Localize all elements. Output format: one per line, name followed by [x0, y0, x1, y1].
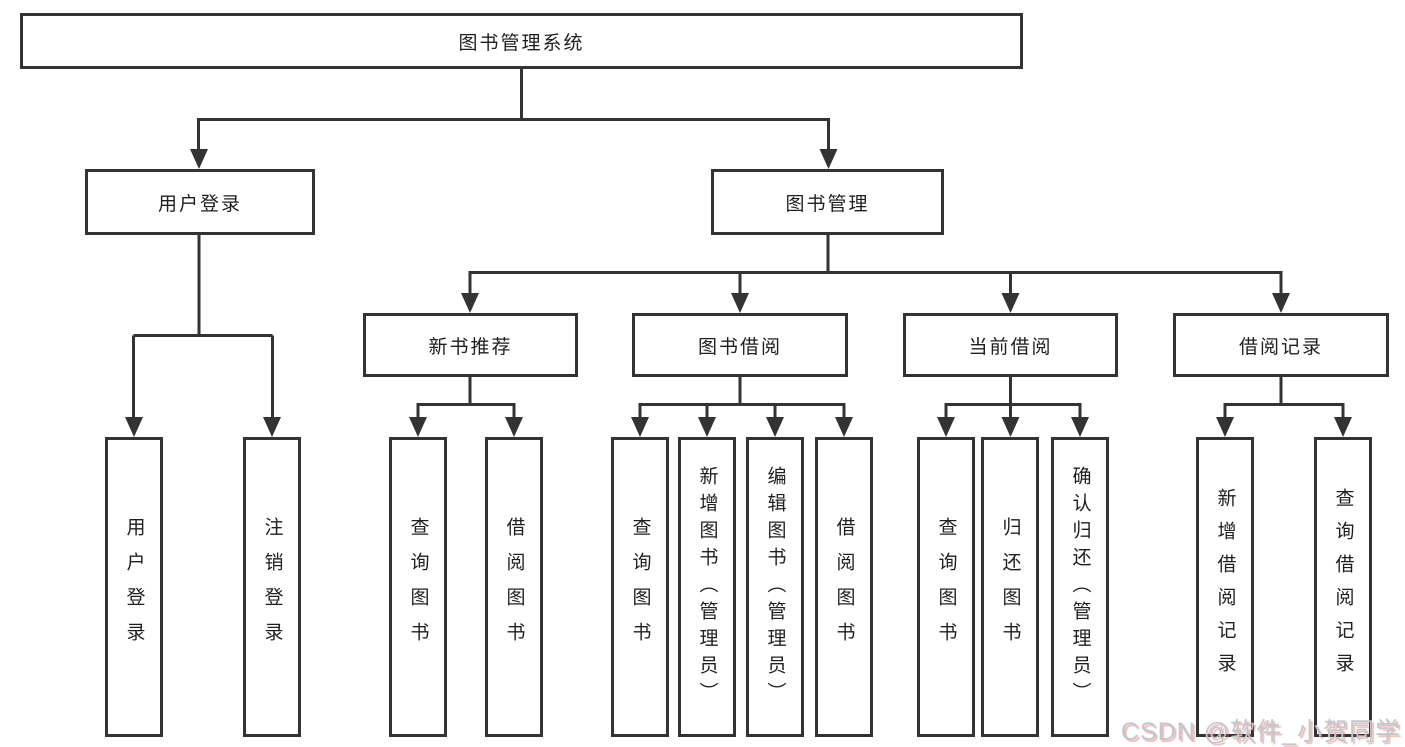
leaf-return-book: 归还图书: [981, 437, 1039, 737]
leaf-edit-book-admin: 编辑图书（管理员）: [746, 437, 804, 737]
leaf-confirm-return-admin: 确认归还（管理员）: [1051, 437, 1109, 737]
leaf-add-book-admin: 新增图书（管理员）: [678, 437, 736, 737]
leaf-query-borrow-record: 查询借阅记录: [1314, 437, 1372, 737]
leaf-query-books-borrow: 查询图书: [611, 437, 669, 737]
leaf-confirm-return-admin-label: 确认归还（管理员）: [1069, 465, 1091, 709]
node-borrow-records-label: 借阅记录: [1238, 336, 1323, 358]
leaf-user-login-label: 用户登录: [123, 517, 145, 657]
node-book-borrow-label: 图书借阅: [697, 336, 782, 358]
node-current-borrow: 当前借阅: [903, 313, 1118, 377]
node-new-book-recommend-label: 新书推荐: [428, 336, 513, 358]
leaf-query-borrow-record-label: 查询借阅记录: [1332, 488, 1354, 686]
node-user-login-label: 用户登录: [157, 193, 242, 215]
node-book-management-label: 图书管理: [785, 193, 870, 215]
leaf-logout: 注销登录: [243, 437, 301, 737]
node-book-management: 图书管理: [711, 169, 944, 235]
leaf-borrow-books-recommend-label: 借阅图书: [503, 517, 525, 657]
leaf-query-books-recommend: 查询图书: [389, 437, 447, 737]
leaf-logout-label: 注销登录: [261, 517, 283, 657]
node-current-borrow-label: 当前借阅: [968, 336, 1053, 358]
csdn-watermark: CSDN @软件_小贺同学: [1120, 718, 1401, 746]
leaf-borrow-books-borrow-label: 借阅图书: [833, 517, 855, 657]
leaf-query-books-current-label: 查询图书: [935, 517, 957, 657]
leaf-add-book-admin-label: 新增图书（管理员）: [696, 465, 718, 709]
node-root-label: 图书管理系统: [458, 32, 585, 54]
node-new-book-recommend: 新书推荐: [363, 313, 578, 377]
leaf-borrow-books-borrow: 借阅图书: [815, 437, 873, 737]
leaf-return-book-label: 归还图书: [999, 517, 1021, 657]
leaf-query-books-recommend-label: 查询图书: [407, 517, 429, 657]
leaf-user-login: 用户登录: [105, 437, 163, 737]
node-root: 图书管理系统: [20, 13, 1023, 69]
node-borrow-records: 借阅记录: [1173, 313, 1389, 377]
leaf-query-books-borrow-label: 查询图书: [629, 517, 651, 657]
leaf-add-borrow-record-label: 新增借阅记录: [1214, 488, 1236, 686]
leaf-borrow-books-recommend: 借阅图书: [485, 437, 543, 737]
node-book-borrow: 图书借阅: [632, 313, 848, 377]
leaf-edit-book-admin-label: 编辑图书（管理员）: [764, 465, 786, 709]
node-user-login: 用户登录: [85, 169, 315, 235]
leaf-add-borrow-record: 新增借阅记录: [1196, 437, 1254, 737]
leaf-query-books-current: 查询图书: [917, 437, 975, 737]
